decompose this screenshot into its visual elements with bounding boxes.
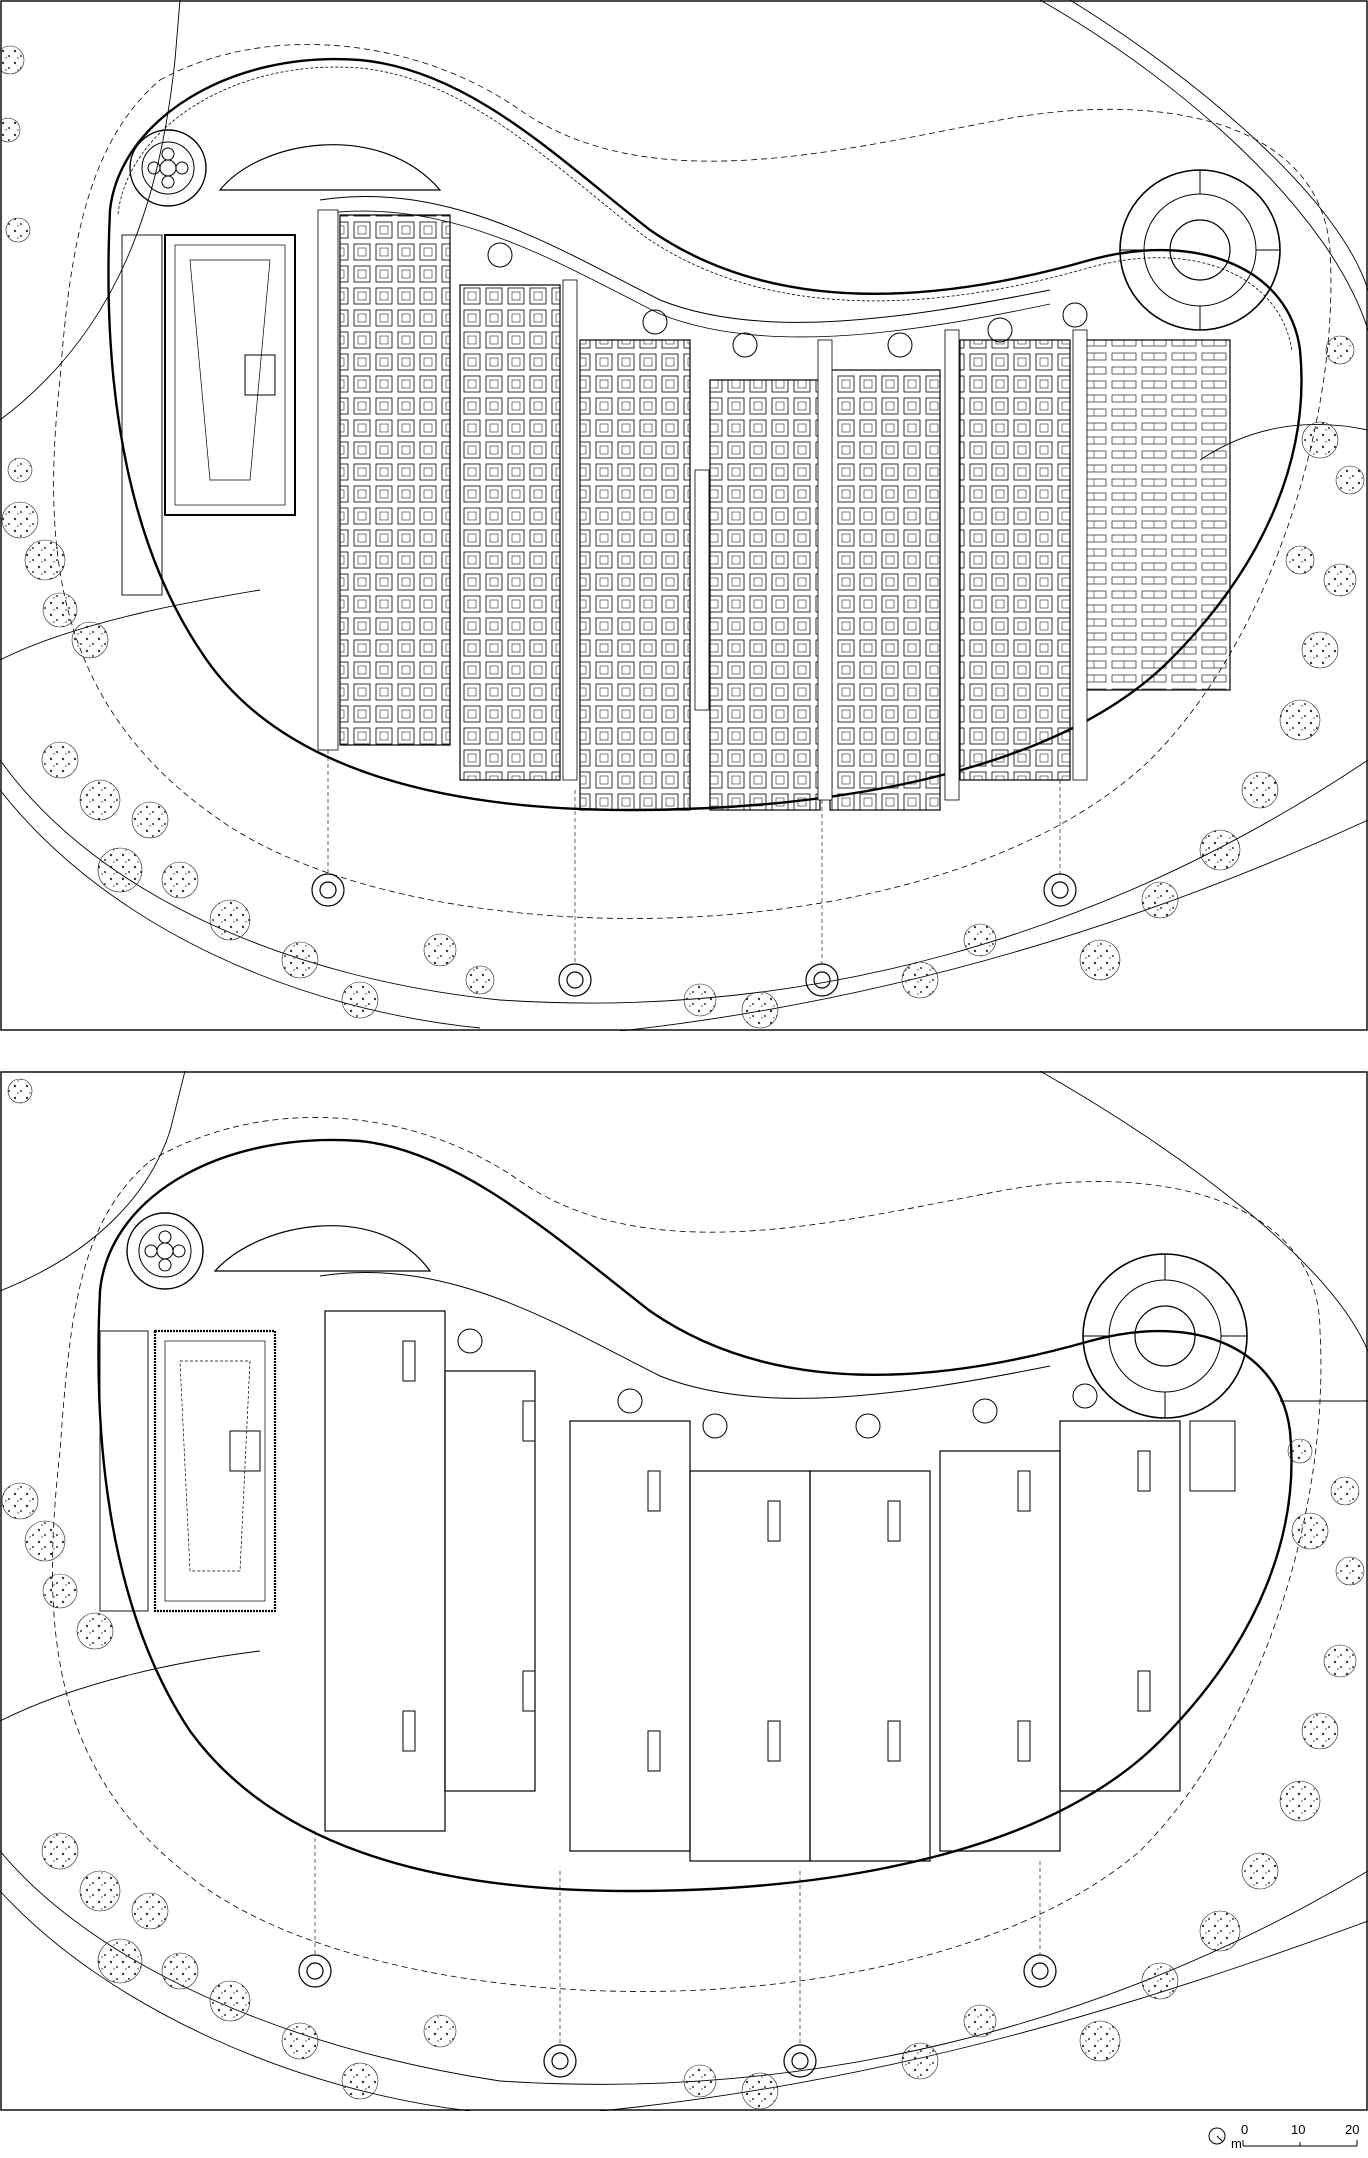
ground-floor-plan	[0, 1071, 1368, 2111]
office-wing-2	[459, 284, 561, 781]
scale-bar-graphic: m 0 10 20	[1208, 2122, 1359, 2151]
building-envelope	[107, 57, 1303, 812]
scale-tick-0: 0	[1241, 2122, 1248, 2137]
building-envelope	[97, 1138, 1293, 1893]
open-wing-6	[939, 1450, 1061, 1852]
open-wing-7	[1059, 1420, 1181, 1792]
open-wings	[324, 1310, 1181, 1862]
west-rotunda	[126, 1212, 204, 1290]
scale-tick-20: 20	[1345, 2122, 1359, 2137]
west-rotunda	[129, 129, 207, 207]
west-hall	[121, 234, 296, 596]
corridors	[317, 209, 1088, 801]
panel-frame	[0, 1071, 1368, 2111]
scale-tick-10: 10	[1291, 2122, 1305, 2137]
pods	[457, 1328, 1098, 1439]
trees	[1, 1078, 1365, 2110]
scale-bar: m 0 10 20	[1205, 2108, 1365, 2153]
open-wing-2	[444, 1370, 536, 1792]
open-wing-4	[689, 1470, 811, 1862]
scale-unit: m	[1231, 2136, 1242, 2151]
open-wing-5	[809, 1470, 931, 1862]
north-arrow-icon	[1208, 2127, 1226, 2145]
upper-floor-plan-drawing	[0, 0, 1368, 1031]
open-wing-1	[324, 1310, 446, 1832]
west-hall	[99, 1329, 277, 1613]
pods	[487, 242, 1088, 358]
east-rotunda	[1082, 1253, 1248, 1419]
office-wing-7	[1079, 339, 1231, 691]
setback-dashed-line	[52, 1117, 1322, 1992]
stair-towers	[298, 1954, 1057, 2078]
upper-floor-plan	[0, 0, 1368, 1031]
office-wings	[339, 214, 1231, 811]
site-roads	[0, 0, 1368, 1031]
trees	[0, 45, 1365, 1029]
office-wing-3	[579, 339, 691, 811]
open-wing-3	[569, 1420, 691, 1852]
stair-towers	[311, 873, 1077, 997]
office-wing-1	[339, 214, 451, 746]
ground-floor-plan-drawing	[0, 1071, 1368, 2111]
north-wing	[213, 1225, 432, 1272]
site-roads	[0, 1071, 1368, 2111]
setback-dashed-line	[53, 44, 1332, 919]
office-wing-4	[709, 379, 821, 811]
office-wing-6	[959, 339, 1071, 781]
office-wing-5	[829, 369, 941, 811]
north-wing	[218, 144, 442, 191]
east-rotunda	[1119, 169, 1281, 331]
cores	[402, 1340, 1151, 1772]
panel-frame	[0, 0, 1368, 1031]
